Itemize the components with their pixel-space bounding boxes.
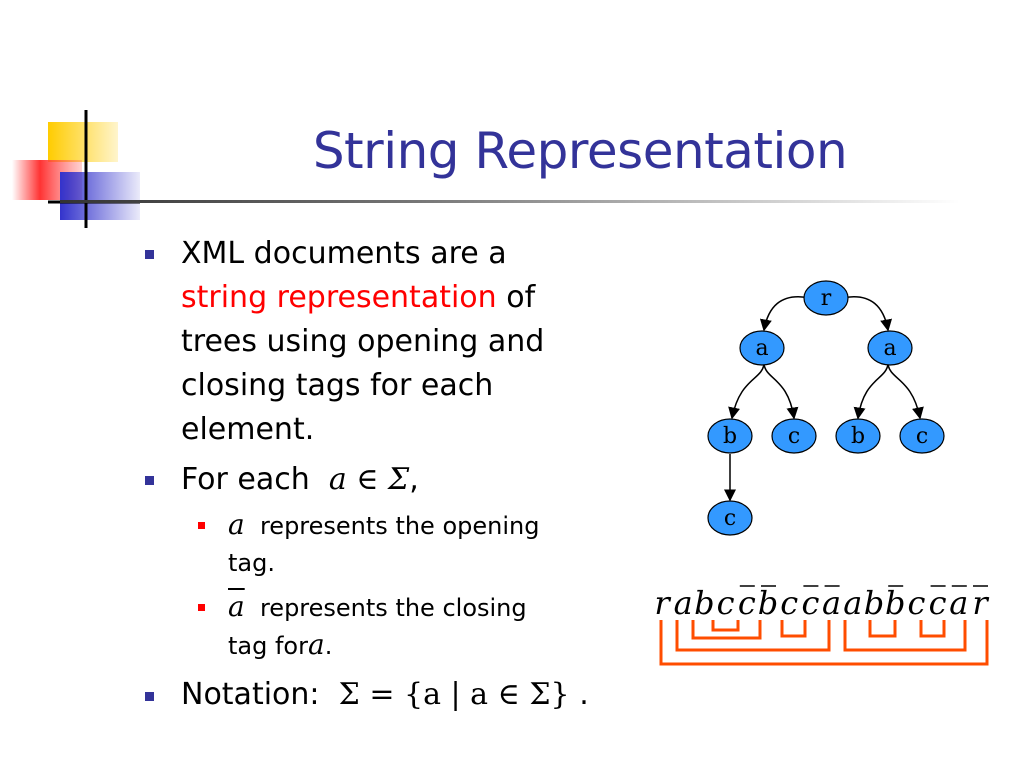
tree-node-c3 [707,500,753,536]
notation-formula: Σ = {a | a ∈ Σ} [338,677,570,712]
bullet-1-line-2: string representation of [181,276,535,320]
edge-a1-b1 [728,363,765,420]
bullet-1-of: of [496,280,536,315]
string-symbol: b [864,584,884,622]
bullet-square-icon [145,250,154,259]
bullet-1-line-4: closing tags for each [181,368,494,403]
sub-bullet-1-line-2: tag. [228,549,275,577]
tree-label-c1: c [788,424,800,449]
sub-bullet-1-line-1: a represents the opening [228,506,539,545]
page-title: String Representation [312,122,848,180]
edge-root-a2 [841,296,893,332]
tree-label-c2: c [916,424,928,449]
tree-label-a1: a [755,336,768,361]
string-symbol: c [780,584,798,622]
edge-a2-b2 [853,363,889,420]
bullet-3-prefix: Notation: [181,677,320,712]
matching-brackets [659,620,989,666]
sub-2-math-2: a [307,628,325,661]
bullet-1-line-1: XML documents are a [181,236,507,271]
tree-node-b2 [835,418,881,454]
sub-bullet-2-line-1: a represents the closing [228,588,527,627]
string-symbol: c [929,584,947,622]
tree-node-c1 [771,418,817,454]
bullet-2-text: For each a ∈ Σ, [181,458,419,502]
string-symbol: b [885,584,905,622]
string-symbol: c [801,584,819,622]
sub-2-text: represents the closing [259,594,527,622]
bullet-1-line-3: trees using opening and [181,324,545,359]
sub-2-text-3: tag for [228,632,308,660]
bullet-2-math: a ∈ Σ [328,462,410,497]
edge-a1-c1 [763,363,799,420]
string-symbol: a [822,584,841,622]
tree-diagram: r a a b c b c c [707,280,945,536]
string-symbol: a [843,584,862,622]
tree-label-b2: b [851,424,865,449]
tree-label-root: r [821,286,832,311]
bullet-square-icon [198,522,205,529]
string-symbol: c [717,584,735,622]
edge-a2-c2 [887,363,924,420]
bullet-3-end: . [579,677,589,712]
tree-label-c3: c [724,506,736,531]
sub-1-text: represents the opening [259,512,540,540]
string-symbol: c [907,584,925,622]
corner-logo-icon [12,110,140,228]
bullet-square-icon [145,692,154,701]
tree-node-b1 [707,418,753,454]
string-symbol: b [694,584,714,622]
sub-1-math: a [228,508,245,541]
sub-2-math: a [228,590,245,623]
sub-bullet-2-line-2: tag fora. [228,626,332,665]
tree-label-a2: a [883,336,896,361]
string-symbol: b [758,584,778,622]
string-symbol: r [654,584,671,622]
bullet-2-suffix: , [409,462,419,497]
string-symbol: c [738,584,756,622]
bullet-square-icon [198,604,205,611]
bullet-3-text: Notation: Σ = {a | a ∈ Σ} . [181,673,589,717]
tree-label-b1: b [723,424,737,449]
tree-node-a2 [867,330,913,366]
title-divider [60,200,960,203]
bullet-1-line-5: element. [181,412,315,447]
tree-node-root [803,280,849,316]
bullet-2-prefix: For each [181,462,310,497]
highlight-string-representation: string representation [181,280,497,315]
string-symbol: a [949,584,968,622]
tree-node-c2 [899,418,945,454]
string-symbol: a [674,584,693,622]
edge-root-a1 [759,296,811,332]
tree-node-a1 [739,330,785,366]
sub-2-end: . [324,632,333,660]
string-symbol: r [972,584,989,622]
bullet-square-icon [145,476,154,485]
